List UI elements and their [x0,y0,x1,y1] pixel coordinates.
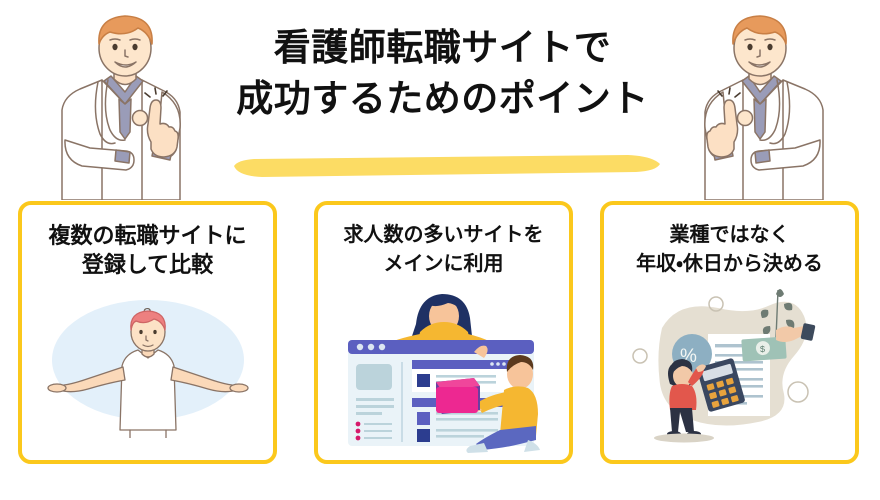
point-card-1-title-line-2: 登録して比較 [81,252,214,277]
point-card-1-title-line-1: 複数の転職サイトに [48,223,247,248]
doctor-pointing-up-left-illustration [30,0,220,200]
point-card-3[interactable]: 業種ではなく 年収・休日から決める [600,201,859,464]
point-card-2-illustration [318,274,569,454]
doctor-pointing-up-right-illustration [665,0,855,200]
point-card-1-title: 複数の転職サイトに 登録して比較 [22,221,273,279]
point-card-3-title-line-1: 業種ではなく [669,224,790,246]
point-card-1-illustration: ? [22,288,273,438]
point-card-3-title: 業種ではなく 年収・休日から決める [604,221,855,279]
point-card-3-illustration: $ % [604,282,855,446]
point-card-2-title-line-2: メインに利用 [383,253,504,275]
point-card-2[interactable]: 求人数の多いサイトを メインに利用 [314,201,573,464]
svg-text:$: $ [759,344,765,354]
point-card-1[interactable]: 複数の転職サイトに 登録して比較 ? [18,201,277,464]
page-title: 看護師転職サイトで 成功するためのポイント [190,22,695,124]
points-card-row: 複数の転職サイトに 登録して比較 ? [0,201,880,476]
page-title-line-2: 成功するためのポイント [236,78,649,119]
title-underline-brush [232,155,662,177]
point-card-2-title-line-1: 求人数の多いサイトを [343,224,544,246]
page-title-line-1: 看護師転職サイトで [273,27,612,68]
point-card-3-title-line-2: 年収・休日から決める [636,253,823,275]
point-card-2-title: 求人数の多いサイトを メインに利用 [318,221,569,279]
header: 看護師転職サイトで 成功するためのポイント [0,0,880,200]
